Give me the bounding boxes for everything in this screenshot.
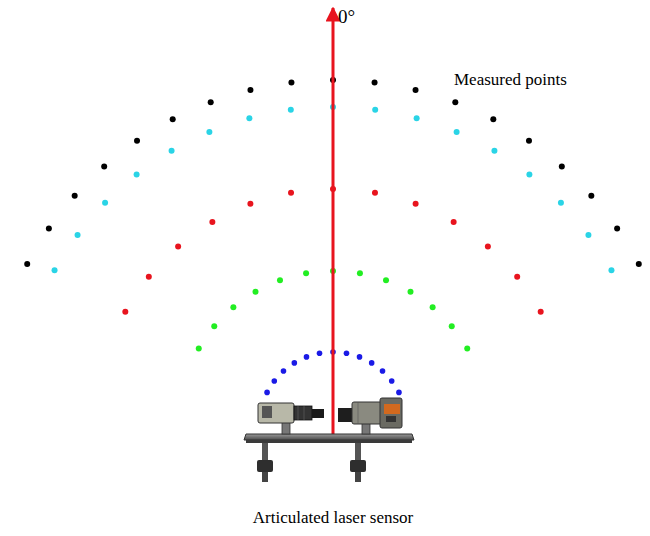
measured-point (72, 193, 78, 199)
measured-point (211, 323, 217, 329)
measured-point (451, 219, 457, 225)
measured-point (538, 309, 544, 315)
measured-point (430, 304, 436, 310)
measured-point (485, 244, 491, 250)
measured-point (303, 270, 309, 276)
measured-point (122, 309, 128, 315)
zero-direction-arrow (332, 8, 335, 442)
measured-point (271, 378, 277, 384)
measured-point (209, 219, 215, 225)
measured-point (357, 270, 363, 276)
measured-point (46, 226, 52, 232)
measured-point (169, 148, 175, 154)
measured-point (277, 277, 283, 283)
measured-point (526, 172, 532, 178)
measured-point (288, 107, 294, 113)
measured-point (264, 390, 270, 396)
measured-point (175, 244, 181, 250)
measured-point (288, 190, 294, 196)
measured-point (380, 368, 386, 374)
measured-point (253, 289, 259, 295)
measured-point (230, 304, 236, 310)
measured-point (170, 116, 176, 122)
measured-point (408, 289, 414, 295)
measured-point (383, 277, 389, 283)
measured-point (196, 346, 202, 352)
measured-point (454, 129, 460, 135)
measured-point (357, 354, 363, 360)
measured-point (317, 350, 323, 356)
measured-point (414, 115, 420, 121)
measured-point (304, 354, 310, 360)
measured-point (52, 267, 58, 273)
measured-point (101, 163, 107, 169)
measured-point (588, 193, 594, 199)
measured-point (372, 80, 378, 86)
laser-sensor-illustration (244, 398, 414, 482)
angle-label: 0° (338, 6, 355, 28)
measured-point (491, 148, 497, 154)
measured-point (146, 274, 152, 280)
measured-point (490, 116, 496, 122)
measured-point (452, 99, 458, 105)
measured-point (389, 378, 395, 384)
sensor-caption: Articulated laser sensor (253, 508, 414, 528)
measured-point (449, 323, 455, 329)
measured-point (372, 107, 378, 113)
measured-point (134, 172, 140, 178)
measured-point (514, 274, 520, 280)
measured-point (413, 201, 419, 207)
measured-point (75, 232, 81, 238)
measured-point (292, 360, 298, 366)
measured-point (396, 390, 402, 396)
measured-point (464, 346, 470, 352)
measured-point (288, 80, 294, 86)
points-label: Measured points (454, 70, 567, 90)
measured-point (608, 267, 614, 273)
measured-point (102, 200, 108, 206)
measured-point (344, 350, 350, 356)
measured-point (206, 129, 212, 135)
measured-point (413, 87, 419, 93)
measured-point (246, 115, 252, 121)
measured-point (24, 261, 30, 267)
measured-point (636, 261, 642, 267)
measured-point (134, 138, 140, 144)
measured-point (559, 163, 565, 169)
measured-point (372, 190, 378, 196)
measured-point (614, 226, 620, 232)
measured-point (247, 201, 253, 207)
measured-point (208, 99, 214, 105)
measured-point (558, 200, 564, 206)
measured-point (526, 138, 532, 144)
measured-point (585, 232, 591, 238)
measured-point (247, 87, 253, 93)
measured-point (281, 368, 287, 374)
measured-point (369, 360, 375, 366)
